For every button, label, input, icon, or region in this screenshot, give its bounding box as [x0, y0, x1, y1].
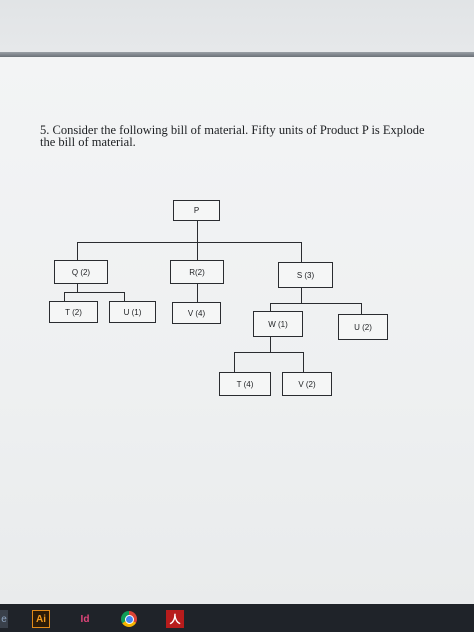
connector-line	[77, 242, 301, 243]
connector-line	[197, 283, 198, 302]
node-u-under-q: U (1)	[109, 301, 156, 323]
node-r: R(2)	[170, 260, 224, 284]
connector-line	[77, 283, 78, 292]
connector-line	[77, 242, 78, 260]
node-s: S (3)	[278, 262, 333, 288]
connector-line	[64, 292, 125, 293]
taskbar	[0, 604, 474, 632]
connector-line	[234, 352, 235, 372]
node-u-under-s: U (2)	[338, 314, 388, 340]
connector-line	[270, 303, 271, 311]
connector-line	[301, 287, 302, 303]
edge-taskbar-icon[interactable]: e	[0, 610, 8, 628]
connector-line	[64, 292, 65, 301]
acrobat-taskbar-icon[interactable]: 人	[166, 610, 184, 628]
chrome-icon	[121, 611, 137, 627]
connector-line	[301, 242, 302, 262]
question-text: 5. Consider the following bill of materi…	[40, 123, 460, 149]
connector-line	[303, 352, 304, 372]
connector-line	[124, 292, 125, 301]
document-page	[0, 57, 474, 604]
top-band	[0, 0, 474, 52]
node-w: W (1)	[253, 311, 303, 337]
node-v-under-r: V (4)	[172, 302, 221, 324]
chrome-taskbar-icon[interactable]	[120, 610, 138, 628]
illustrator-taskbar-icon[interactable]: Ai	[32, 610, 50, 628]
connector-line	[270, 336, 271, 352]
top-rule	[0, 52, 474, 57]
question-line-2: the bill of material.	[40, 135, 136, 149]
connector-line	[197, 220, 198, 242]
connector-line	[197, 242, 198, 260]
connector-line	[361, 303, 362, 314]
indesign-taskbar-icon[interactable]: Id	[80, 613, 90, 625]
connector-line	[234, 352, 304, 353]
node-t-under-q: T (2)	[49, 301, 98, 323]
node-p: P	[173, 200, 220, 221]
node-v-under-w: V (2)	[282, 372, 332, 396]
node-q: Q (2)	[54, 260, 108, 284]
connector-line	[270, 303, 362, 304]
question-line-1: 5. Consider the following bill of materi…	[40, 123, 425, 137]
node-t-under-w: T (4)	[219, 372, 271, 396]
